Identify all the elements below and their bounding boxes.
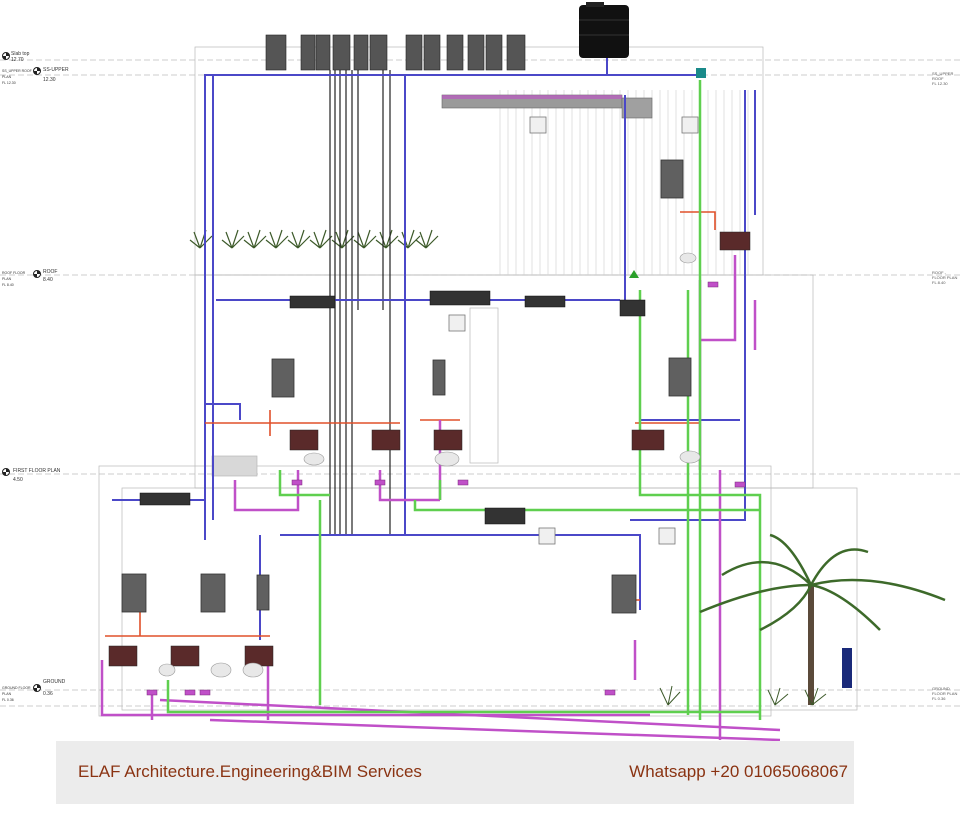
- level-marker-roof: [33, 270, 41, 278]
- hvac-ducts: [139, 290, 646, 525]
- level-name-slab: Slab top: [11, 51, 30, 57]
- cold-water-pipes: [112, 58, 756, 640]
- vanity-cabinets: [108, 231, 751, 667]
- toilets: [158, 252, 701, 678]
- plant-icon: [189, 229, 439, 249]
- level-name-first: FIRST FLOOR PLAN: [13, 468, 61, 474]
- level-marker-ground: [33, 684, 41, 692]
- riser-cap: [696, 68, 706, 78]
- whatsapp-contact: Whatsapp +20 01065068067: [629, 762, 848, 781]
- roof-duct: [441, 94, 653, 119]
- level-marker-slab: [2, 52, 10, 60]
- ac-grilles: [448, 116, 699, 545]
- level-name-upper: SS-UPPER: [43, 67, 69, 73]
- palm-tree-icon: [699, 533, 946, 705]
- level-elevation-ground: 0.36: [43, 691, 53, 697]
- level-elevation-first: 4.50: [13, 477, 23, 483]
- level-marker-upper: [33, 67, 41, 75]
- level-sub-ground: GROUND FLOOR PLAN FL 0.36: [2, 686, 31, 702]
- level-right-ground: GROUND FLOOR PLAN FL 0.36: [932, 686, 958, 701]
- outdoor-ac-unit-icon: [265, 34, 526, 71]
- pump-icon: [842, 648, 852, 688]
- louvre-screen: [499, 90, 749, 275]
- level-name-ground: GROUND: [43, 679, 66, 685]
- water-tank-icon: [579, 2, 629, 58]
- level-sub-roof: ROOF FLOOR PLAN FL 8.40: [2, 271, 26, 287]
- water-heater-icon: [121, 159, 692, 614]
- level-elevation-upper: 12.30: [43, 77, 56, 83]
- company-banner: ELAF Architecture.Engineering&BIM Servic…: [56, 741, 854, 804]
- hot-water-pipes: [105, 211, 716, 637]
- level-right-upper: SS_UPPER ROOF FL 12.30: [932, 71, 954, 86]
- level-elevation-roof: 8.40: [43, 277, 53, 283]
- vent-cap-icon: [629, 270, 639, 278]
- level-elevation-slab: 12.70: [11, 57, 24, 63]
- company-name: ELAF Architecture.Engineering&BIM Servic…: [78, 762, 422, 781]
- level-marker-first: [2, 468, 10, 476]
- level-right-roof: ROOF - FLOOR PLAN FL 8.40: [932, 270, 958, 285]
- shrubs: [659, 685, 827, 706]
- level-name-roof: ROOF: [43, 269, 58, 275]
- vertical-stacks: [329, 70, 391, 535]
- level-sub-upper: SS_UPPER ROOF PLAN FL 12.30: [2, 69, 32, 85]
- floor-drains: [146, 281, 746, 696]
